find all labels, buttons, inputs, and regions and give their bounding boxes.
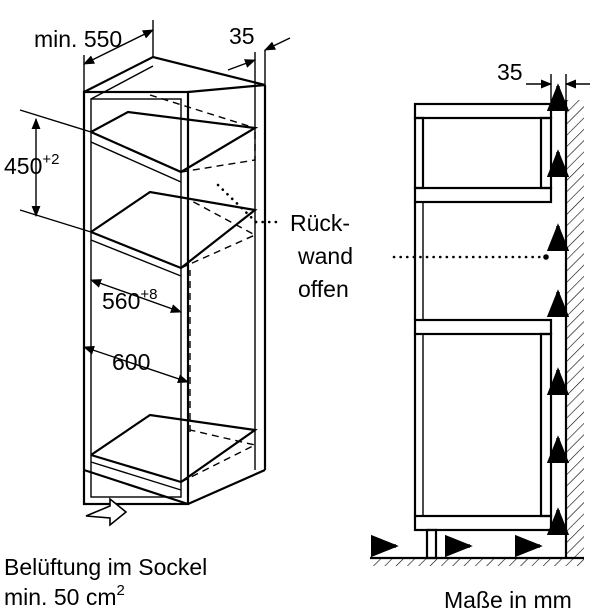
side-upper-shelf [413, 186, 553, 204]
label-35-top: 35 [229, 23, 255, 49]
caption-units: Maße in mm [444, 587, 572, 613]
caption-min-area: min. 50 cm2 [4, 582, 125, 610]
upper-shelf-front [90, 130, 182, 174]
dim-35-top [227, 37, 291, 88]
label-offen: offen [298, 276, 349, 302]
side-middle-shelf [413, 318, 553, 336]
plinth-inner [90, 461, 182, 491]
upper-shelf [90, 110, 259, 173]
label-wand: wand [297, 243, 353, 269]
dim-560-line [89, 279, 183, 313]
dim-min-550 [82, 20, 155, 92]
airflow-arrows [370, 83, 570, 558]
dim-600-line [82, 345, 190, 384]
leader-rear-wall-right-dot [543, 254, 549, 260]
leader-rear-wall-left [216, 183, 258, 224]
label-600: 600 [112, 349, 150, 375]
side-top-board [413, 102, 553, 120]
floor-hatching [370, 558, 584, 566]
label-560: 560+8 [102, 286, 157, 314]
side-back-post-lower [539, 332, 553, 518]
cabinet-top-face [83, 55, 266, 94]
side-front-post-upper [413, 116, 425, 190]
ventilation-arrow [85, 497, 128, 527]
cabinet-perspective [82, 55, 267, 527]
side-back-post-upper [539, 116, 553, 190]
label-35-side: 35 [497, 59, 523, 85]
label-rueck: Rück- [290, 210, 350, 236]
plinth-top [83, 468, 189, 506]
hidden-back-top [149, 94, 256, 129]
middle-shelf-front [90, 230, 182, 270]
cabinet-bottom-right-edge [187, 468, 266, 506]
middle-shelf-front-lower [90, 239, 182, 277]
middle-shelf [90, 190, 258, 269]
side-plinth-foot [425, 528, 438, 560]
side-bottom-board [413, 514, 553, 532]
dim-450 [19, 109, 92, 233]
label-450: 450+2 [4, 151, 59, 179]
label-min-550: min. 550 [34, 26, 122, 52]
bottom-shelf-front [90, 453, 182, 484]
bottom-shelf [90, 413, 258, 483]
hidden-back-bottom [180, 429, 258, 483]
cabinet-side-view [413, 102, 553, 560]
wall-hatching [566, 100, 584, 558]
cabinet-front-outer [82, 90, 190, 506]
upper-shelf-front-lower [90, 141, 182, 183]
cabinet-top-inner-edge [90, 65, 154, 100]
caption-ventilation: Belüftung im Sockel [4, 554, 207, 580]
hidden-back-middle [180, 199, 257, 269]
hidden-back-upper [180, 128, 256, 173]
